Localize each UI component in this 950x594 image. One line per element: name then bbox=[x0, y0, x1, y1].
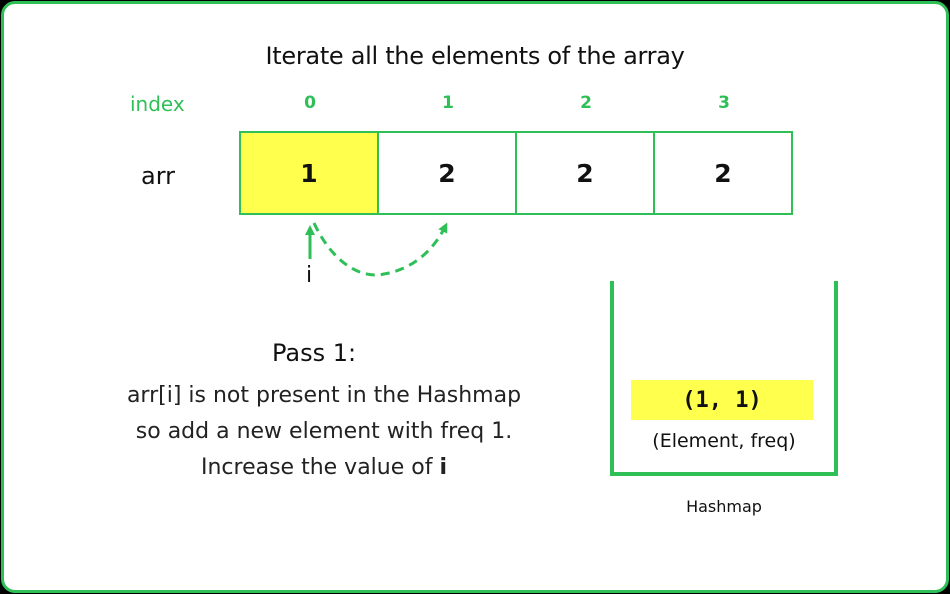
pass-description: arr[i] is not present in the Hashmap so … bbox=[84, 378, 564, 486]
pass-line-3-text: Increase the value of bbox=[200, 455, 440, 480]
index-1: 1 bbox=[442, 93, 454, 113]
index-0: 0 bbox=[304, 93, 316, 113]
index-2: 2 bbox=[580, 93, 592, 113]
pass-line-2: so add a new element with freq 1. bbox=[135, 419, 513, 444]
pass-title: Pass 1: bbox=[272, 339, 357, 367]
pass-line-1: arr[i] is not present in the Hashmap bbox=[126, 383, 522, 408]
pointer-label: i bbox=[306, 263, 313, 288]
pass-line-3-var: i bbox=[439, 455, 448, 480]
index-row-label: index bbox=[130, 92, 185, 116]
array-cell-3: 2 bbox=[653, 131, 793, 215]
next-index-arc-arrow bbox=[312, 222, 448, 277]
pass-line-3: Increase the value of i bbox=[84, 450, 564, 486]
array-label: arr bbox=[141, 162, 176, 190]
index-3: 3 bbox=[718, 93, 730, 113]
hashmap-entry: (1, 1) bbox=[631, 380, 813, 420]
hashmap-container bbox=[610, 281, 838, 476]
hashmap-entry-caption: (Element, freq) bbox=[652, 430, 796, 452]
array-cell-1: 2 bbox=[377, 131, 517, 215]
diagram-title: Iterate all the elements of the array bbox=[265, 42, 685, 70]
array-cell-2: 2 bbox=[515, 131, 655, 215]
pointer-arrows bbox=[305, 222, 448, 277]
hashmap-label: Hashmap bbox=[686, 497, 762, 516]
